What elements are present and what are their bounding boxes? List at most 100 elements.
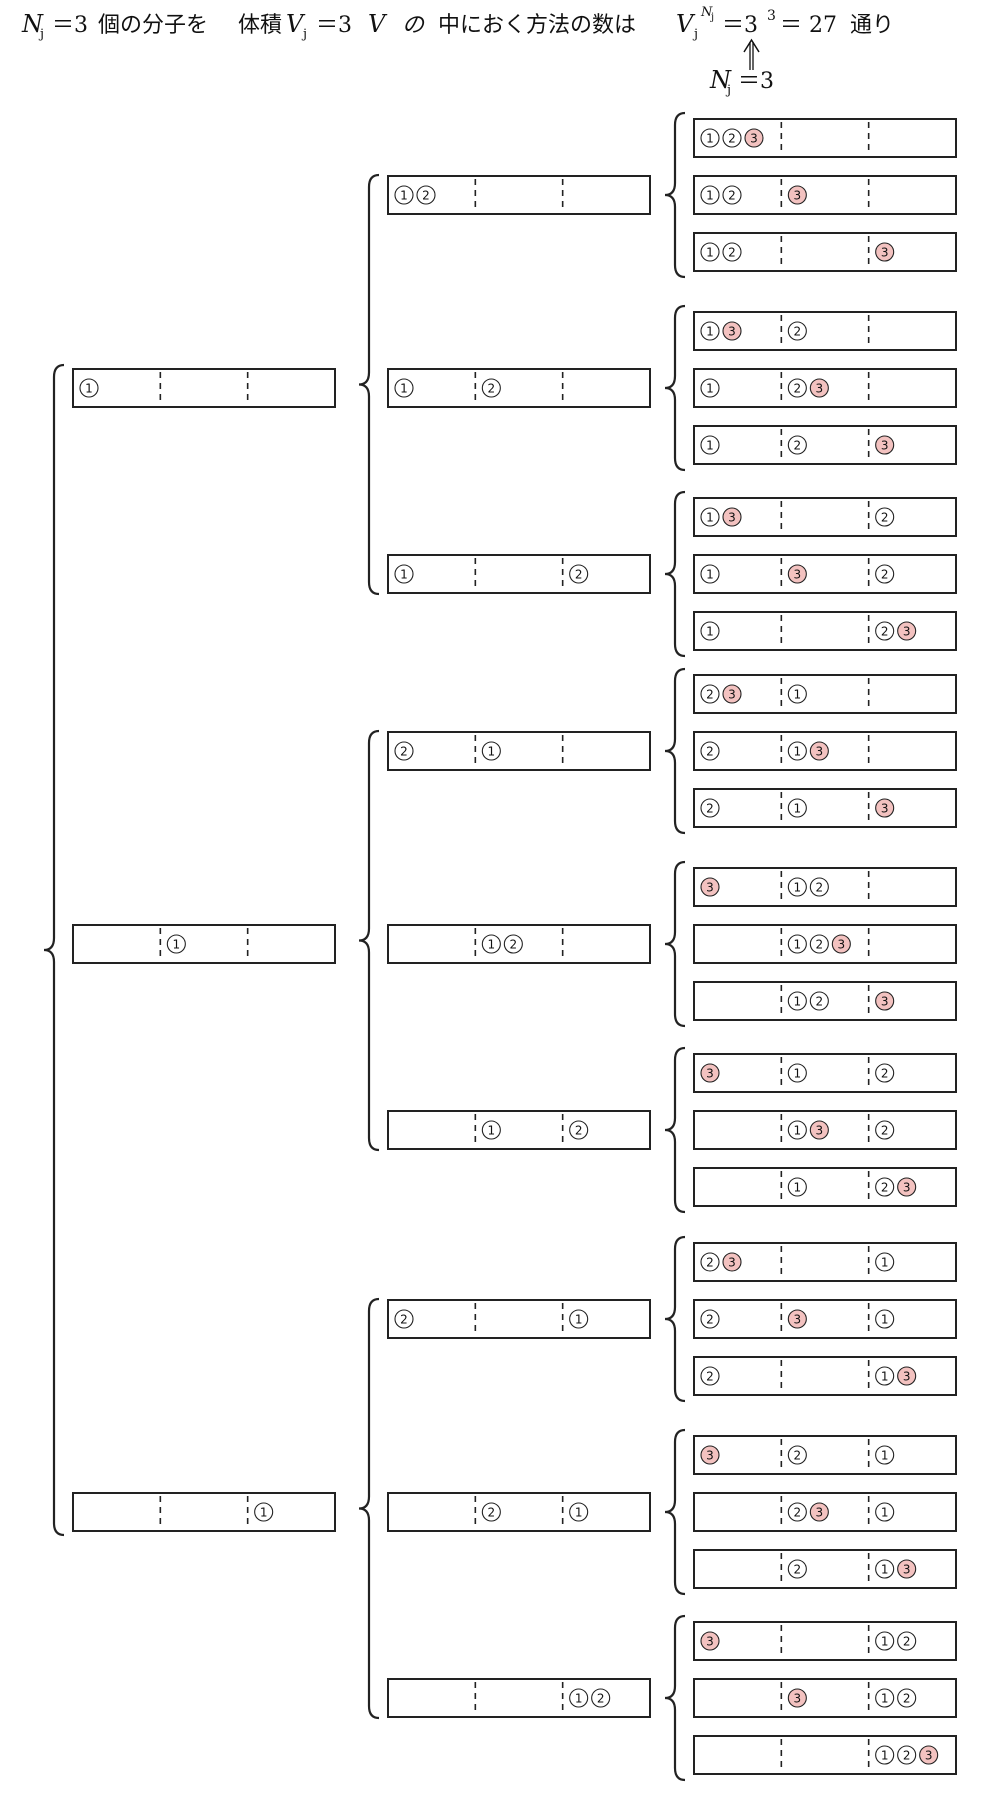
molecule-2-label: 2 xyxy=(575,1124,583,1138)
molecule-2-label: 2 xyxy=(510,938,518,952)
molecule-3-marker xyxy=(897,1559,917,1579)
caption-eq-value: ＝3 xyxy=(316,13,352,38)
box-level1-3: 1 xyxy=(72,1492,336,1532)
molecule-2-label: 2 xyxy=(728,189,736,203)
molecule-1-marker xyxy=(700,128,720,148)
molecule-1-label: 1 xyxy=(881,1370,889,1384)
cell-box-frame xyxy=(693,1167,957,1207)
molecule-3-marker xyxy=(700,1631,720,1651)
cell-box-frame xyxy=(693,788,957,828)
cell-box-frame xyxy=(387,1299,651,1339)
molecule-1-marker xyxy=(787,798,807,818)
level3-brace-3-2 xyxy=(664,1428,686,1596)
molecule-3-marker xyxy=(722,507,742,527)
up-arrow-icon xyxy=(743,38,760,70)
molecule-2-label: 2 xyxy=(488,1506,496,1520)
molecule-1-marker xyxy=(875,1745,895,1765)
cell-box-frame xyxy=(693,1299,957,1339)
molecule-1-label: 1 xyxy=(85,382,93,396)
molecule-1-marker xyxy=(787,877,807,897)
molecule-1-marker xyxy=(569,1502,589,1522)
molecule-3-marker xyxy=(875,242,895,262)
molecule-3-label: 3 xyxy=(838,938,846,952)
molecule-3-marker xyxy=(722,1252,742,1272)
cell-box-frame xyxy=(693,1621,957,1661)
cell-box-frame xyxy=(693,611,957,651)
cell-box-frame xyxy=(387,731,651,771)
molecule-2-marker xyxy=(875,621,895,641)
molecule-2-label: 2 xyxy=(400,1313,408,1327)
molecule-1-label: 1 xyxy=(881,1563,889,1577)
molecule-1-marker xyxy=(700,185,720,205)
molecule-2-marker xyxy=(700,1252,720,1272)
molecule-3-label: 3 xyxy=(794,189,802,203)
molecule-3-marker xyxy=(809,1502,829,1522)
cell-box-frame xyxy=(72,1492,336,1532)
molecule-2-label: 2 xyxy=(706,802,714,816)
molecule-2-marker xyxy=(787,378,807,398)
molecule-3-marker xyxy=(809,741,829,761)
molecule-2-label: 2 xyxy=(881,511,889,525)
molecule-3-marker xyxy=(831,934,851,954)
molecule-3-label: 3 xyxy=(816,1124,824,1138)
molecule-1-marker xyxy=(700,621,720,641)
molecule-2-marker xyxy=(787,1502,807,1522)
molecule-2-label: 2 xyxy=(903,1749,911,1763)
cell-box-frame xyxy=(72,368,336,408)
molecule-3-marker xyxy=(787,1309,807,1329)
molecule-3-marker xyxy=(809,1120,829,1140)
molecule-1-marker xyxy=(787,991,807,1011)
molecule-2-marker xyxy=(481,378,501,398)
molecule-2-marker xyxy=(569,1120,589,1140)
cell-box-frame xyxy=(693,1053,957,1093)
level2-brace-3 xyxy=(358,1297,380,1720)
molecule-2-label: 2 xyxy=(881,568,889,582)
molecule-3-marker xyxy=(722,321,742,341)
molecule-1-label: 1 xyxy=(173,938,181,952)
level2-brace-2 xyxy=(358,729,380,1152)
molecule-2-label: 2 xyxy=(794,325,802,339)
molecule-1-marker xyxy=(569,1309,589,1329)
molecule-1-marker xyxy=(787,741,807,761)
molecule-2-marker xyxy=(416,185,436,205)
molecule-2-marker xyxy=(591,1688,611,1708)
molecule-3-marker xyxy=(744,128,764,148)
molecule-3-label: 3 xyxy=(903,625,911,639)
molecule-3-label: 3 xyxy=(881,246,889,260)
molecule-2-marker xyxy=(700,1309,720,1329)
level3-brace-2-3 xyxy=(664,1046,686,1214)
molecule-1-marker xyxy=(569,1688,589,1708)
molecule-1-marker xyxy=(394,185,414,205)
molecule-1-label: 1 xyxy=(706,246,714,260)
molecule-1-marker xyxy=(700,378,720,398)
molecule-1-label: 1 xyxy=(260,1506,268,1520)
molecule-1-marker xyxy=(875,1252,895,1272)
molecule-2-marker xyxy=(875,1177,895,1197)
level3-brace-1-3 xyxy=(664,490,686,658)
molecule-1-label: 1 xyxy=(881,1692,889,1706)
cell-box-frame xyxy=(387,368,651,408)
molecule-2-label: 2 xyxy=(706,1370,714,1384)
molecule-3-label: 3 xyxy=(881,802,889,816)
caption-n-symbol: N xyxy=(21,10,44,38)
molecule-1-label: 1 xyxy=(575,1506,583,1520)
molecule-1-label: 1 xyxy=(881,1449,889,1463)
molecule-1-label: 1 xyxy=(706,382,714,396)
molecule-2-label: 2 xyxy=(816,995,824,1009)
